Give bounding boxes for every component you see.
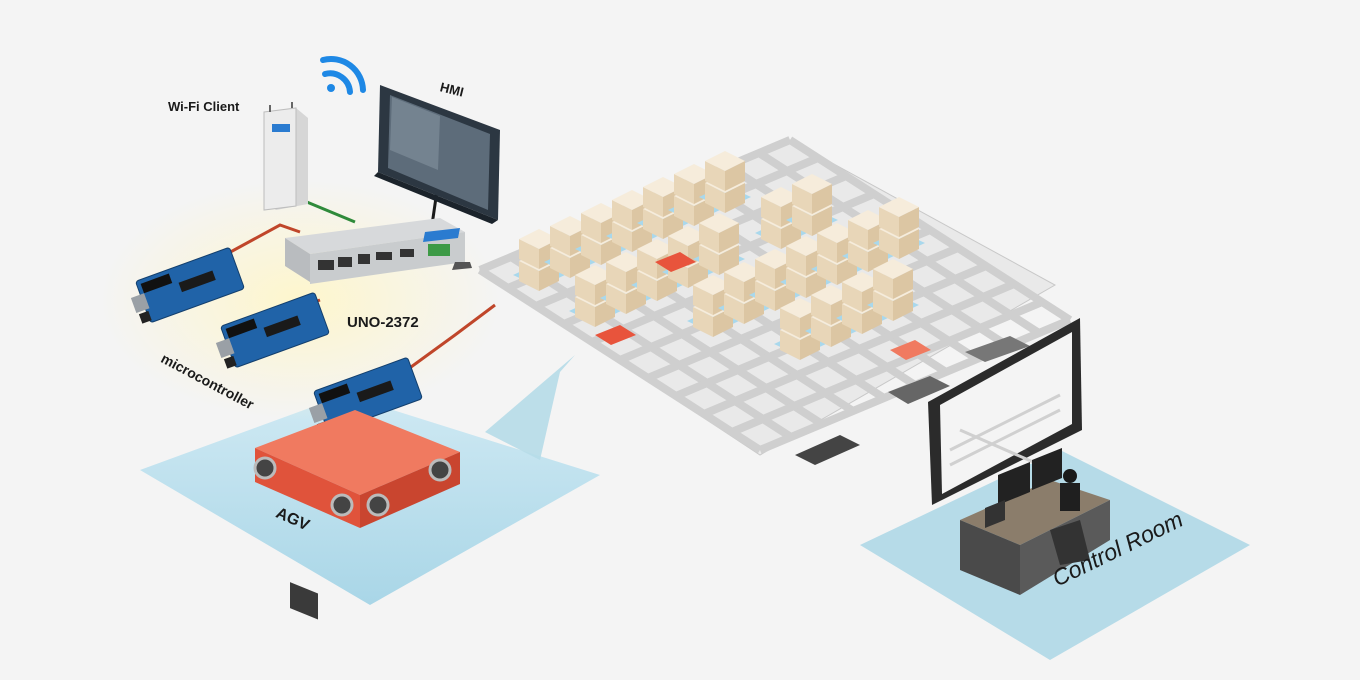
box-top [848,210,888,230]
grid-agv-2 [595,325,636,345]
wifi-icon [320,55,366,95]
workstations [795,336,1030,465]
microcontroller-board-1 [130,247,245,324]
box-top [879,197,919,217]
grid-agv-1 [655,252,696,272]
box-top [606,252,646,272]
box-top [780,298,820,318]
grid-agv-3 [890,340,931,360]
box-top [761,187,801,207]
box-top [575,265,615,285]
hmi-panel [374,85,500,224]
microcontroller-board-2 [215,292,330,369]
box-top [519,229,559,249]
box-top [643,177,683,197]
box-top [674,164,714,184]
box-top [699,213,739,233]
grid-agvs [595,252,931,360]
storage-grid [477,136,1073,456]
grid-rail [730,298,1044,436]
grid-rail [702,280,1016,418]
pallet-stack [693,213,745,275]
link-board1-uno [224,223,301,257]
box-top [811,285,851,305]
control-room-wall-screen [928,318,1082,505]
control-room-desk [960,448,1110,595]
box-top [842,272,882,292]
box-top [792,174,832,194]
box-top [786,236,826,256]
box-top [724,262,764,282]
agv-callout-pointer [485,355,575,460]
pallet-stack [842,210,894,272]
box-top [581,203,621,223]
wifi-client-device [263,102,308,211]
box-top [705,151,745,171]
pallet-stack [687,275,739,337]
box-top [550,216,590,236]
wifi-client-label: Wi-Fi Client [168,99,240,114]
uno-2372-controller [285,218,472,284]
box-top [873,259,913,279]
pallet-stack [699,151,751,213]
uno-2372-label: UNO-2372 [347,314,419,331]
pallet-stack [786,174,838,236]
agv-robot-large [253,410,460,620]
box-top [612,190,652,210]
box-top [668,226,708,246]
box-top [637,239,677,259]
link-board3-uno [399,303,496,377]
pallet-stack [867,259,919,321]
pallet-stack [873,197,925,259]
box-top [755,249,795,269]
box-top [817,223,857,243]
box-top [693,275,733,295]
